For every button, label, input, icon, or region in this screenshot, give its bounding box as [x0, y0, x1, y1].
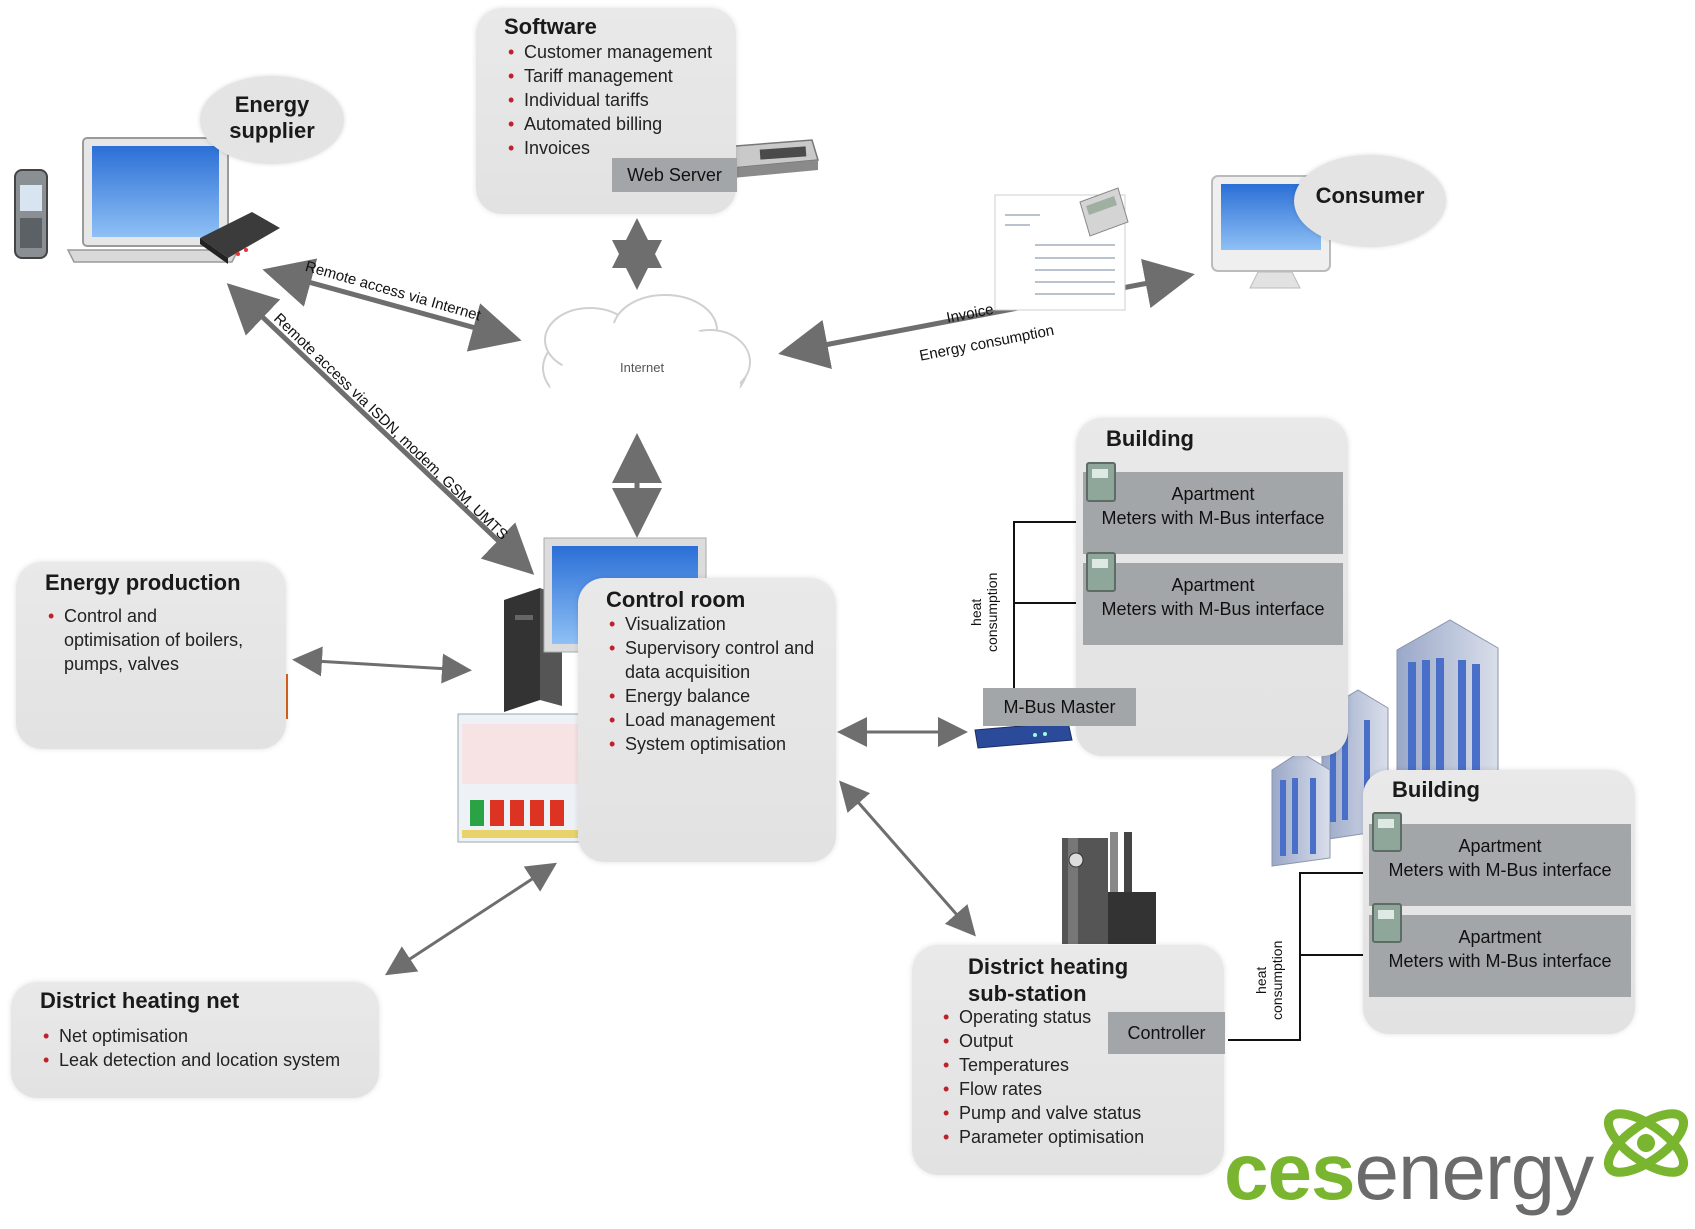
control-room-title: Control room [606, 587, 746, 612]
cesenergy-logo: cesenergy [1224, 1132, 1594, 1212]
apartment-label: Apartment [1458, 836, 1542, 856]
heat-consumption-label-1: heat consumption [968, 572, 1000, 652]
wiring-building-2 [1228, 872, 1373, 1041]
apartment-1b: Apartment Meters with M-Bus interface [1083, 563, 1343, 645]
control-room-list: Visualization Supervisory control and da… [609, 612, 814, 756]
heat-consumption-label-2: heat consumption [1253, 940, 1285, 1020]
modem-icon [200, 212, 280, 264]
list-item: Invoices [508, 136, 712, 160]
list-item: Individual tariffs [508, 88, 712, 112]
building-2-title: Building [1392, 777, 1480, 802]
list-item: Leak detection and location system [43, 1048, 340, 1072]
list-item: Flow rates [943, 1077, 1144, 1101]
list-item: Customer management [508, 40, 712, 64]
consumer-label: Consumer [1315, 183, 1425, 208]
cloud-icon [542, 294, 751, 425]
substation-title: District heating sub-station [968, 954, 1129, 1006]
apartment-2a: Apartment Meters with M-Bus interface [1369, 824, 1631, 906]
list-item: Net optimisation [43, 1024, 340, 1048]
list-item: Control and optimisation of boilers, pum… [48, 604, 243, 676]
list-item: Tariff management [508, 64, 712, 88]
list-item: Visualization [609, 612, 814, 636]
list-item: Load management [609, 708, 814, 732]
energy-supplier-bubble: Energy supplier [200, 76, 344, 164]
list-item: Temperatures [943, 1053, 1144, 1077]
meter-label: Meters with M-Bus interface [1101, 508, 1325, 528]
substation-list: Operating status Output Temperatures Flo… [943, 1005, 1144, 1149]
logo-ces: ces [1224, 1127, 1355, 1216]
apartment-1a: Apartment Meters with M-Bus interface [1083, 472, 1343, 554]
list-item: Energy balance [609, 684, 814, 708]
arrow-supplier-controlroom [226, 283, 535, 575]
calculator-icon [1079, 187, 1129, 237]
list-item: Automated billing [508, 112, 712, 136]
list-item: Output [943, 1029, 1144, 1053]
energy-supplier-label: Energy supplier [229, 92, 315, 143]
arrow-net-controlroom [384, 862, 558, 976]
meter-icon [1372, 812, 1402, 852]
meter-icon [1086, 462, 1116, 502]
list-item: Parameter optimisation [943, 1125, 1144, 1149]
meter-icon [1086, 552, 1116, 592]
meter-label: Meters with M-Bus interface [1388, 860, 1612, 880]
arrow-controlroom-substation [839, 780, 976, 937]
meter-icon [1372, 903, 1402, 943]
list-item: Pump and valve status [943, 1101, 1144, 1125]
wiring-building-1 [985, 521, 1086, 713]
software-list: Customer management Tariff management In… [508, 40, 712, 160]
apartment-label: Apartment [1458, 927, 1542, 947]
controller-label: Controller [1108, 1012, 1225, 1054]
building-1-title: Building [1106, 426, 1194, 451]
list-item: Operating status [943, 1005, 1144, 1029]
list-item: Supervisory control and data acquisition [609, 636, 814, 684]
apartment-label: Apartment [1171, 484, 1255, 504]
laptop-icon [66, 137, 240, 263]
meter-label: Meters with M-Bus interface [1388, 951, 1612, 971]
substation-equipment-icon [1062, 832, 1156, 944]
internet-label: Internet [620, 360, 665, 375]
mbus-master-label: M-Bus Master [983, 688, 1136, 726]
apartment-2b: Apartment Meters with M-Bus interface [1369, 915, 1631, 997]
cesenergy-logo-symbol [1604, 1109, 1688, 1177]
district-heating-net-list: Net optimisation Leak detection and loca… [43, 1024, 340, 1072]
mobile-phone-icon [14, 169, 48, 259]
energy-production-list: Control and optimisation of boilers, pum… [48, 604, 243, 676]
list-item: System optimisation [609, 732, 814, 756]
arrow-production-controlroom [292, 646, 472, 684]
software-title: Software [504, 14, 597, 39]
energy-production-title: Energy production [45, 570, 241, 595]
consumer-bubble: Consumer [1294, 155, 1446, 247]
web-server-label: Web Server [612, 158, 737, 192]
meter-label: Meters with M-Bus interface [1101, 599, 1325, 619]
apartment-label: Apartment [1171, 575, 1255, 595]
logo-energy: energy [1354, 1127, 1594, 1216]
district-heating-net-title: District heating net [40, 988, 240, 1013]
